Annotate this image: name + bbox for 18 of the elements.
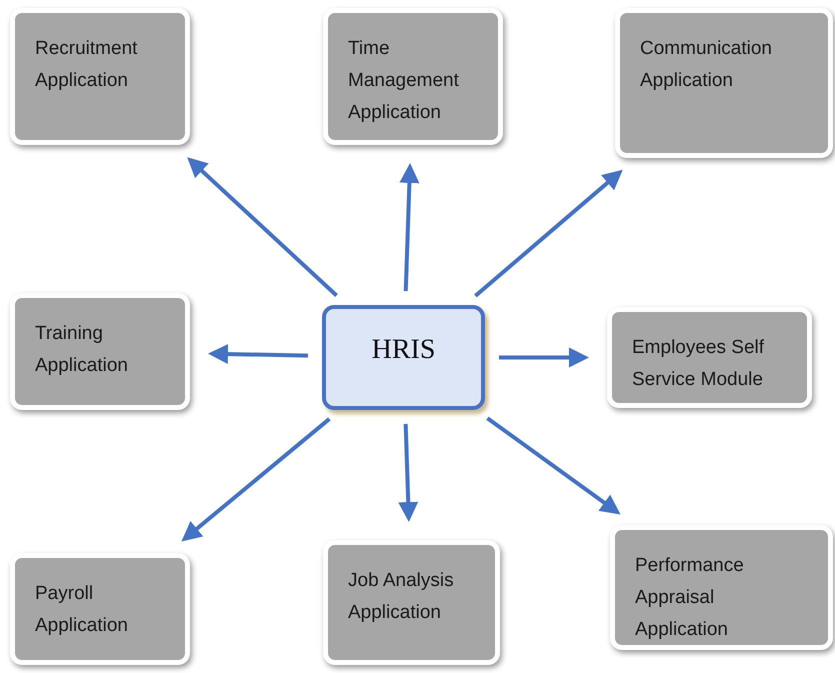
node-label: Communication Application xyxy=(640,37,773,93)
arrow xyxy=(208,344,308,364)
node-label: Time Management Application xyxy=(348,37,460,125)
arrow xyxy=(486,416,620,514)
node-label: Performance Appraisal Application xyxy=(635,554,745,642)
hub-box xyxy=(322,305,485,410)
node-label: Employees Self Service Module xyxy=(632,336,766,392)
arrow xyxy=(187,157,338,297)
node-label: Recruitment Application xyxy=(35,37,138,93)
node-label: HRIS xyxy=(372,333,436,367)
node-label: Job Analysis Application xyxy=(348,569,455,625)
arrow xyxy=(474,170,623,298)
node-label: Training Application xyxy=(35,322,129,378)
arrow xyxy=(399,163,420,292)
arrow xyxy=(398,424,418,522)
node-label: Payroll Application xyxy=(35,582,129,638)
arrow xyxy=(181,417,331,542)
arrow xyxy=(499,348,589,368)
